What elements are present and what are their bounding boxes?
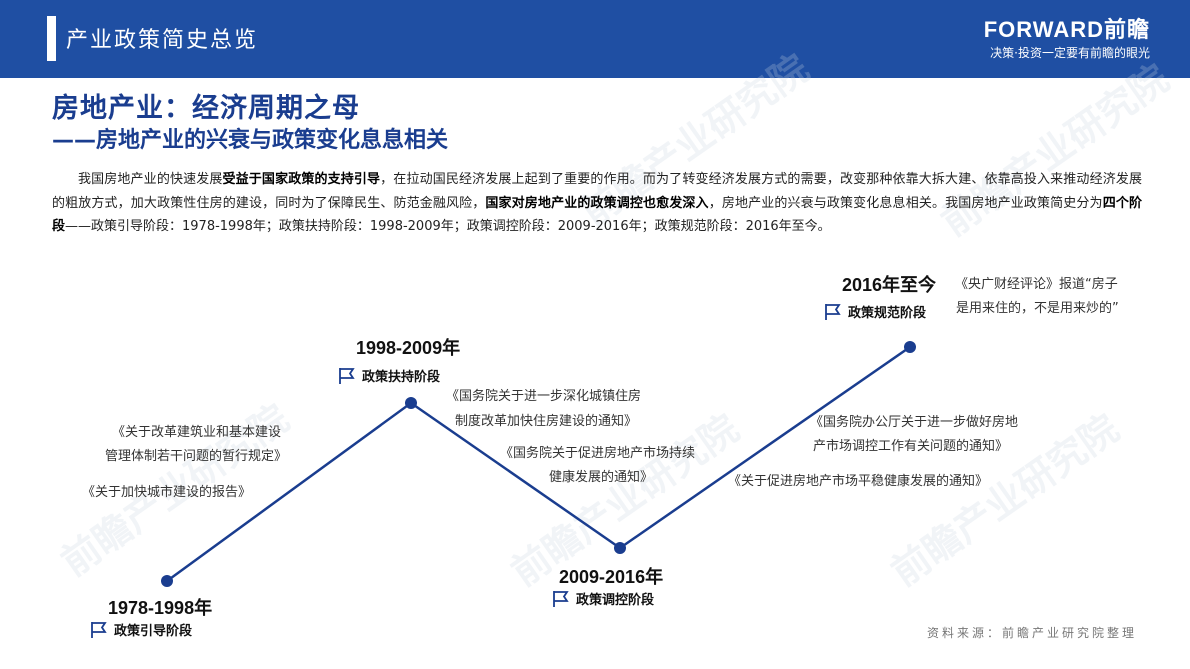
header-bar: 产业政策简史总览 FORWARD前瞻 决策·投资一定要有前瞻的眼光 [0,0,1190,78]
slide-heading: 房地产业：经济周期之母 ——房地产业的兴衰与政策变化息息相关 [52,92,448,156]
flag-icon [339,367,355,384]
stage-label-text: 政策扶持阶段 [362,370,441,385]
stage-4-label: 政策规范阶段 [824,302,926,321]
stage-1-doc-1-line-2: 管理体制若干问题的暂行规定》 [105,449,288,464]
stage-2-doc-1-line-1: 《国务院关于进一步深化城镇住房 [446,389,642,404]
stage-label-text: 政策调控阶段 [576,593,655,608]
source-note: 资料来源：前瞻产业研究院整理 [927,626,1138,640]
stage-3-doc-2: 《关于促进房地产市场平稳健康发展的通知》 [728,474,989,489]
stage-1-label: 政策引导阶段 [90,620,192,639]
stage-2-doc-2-line-2: 健康发展的通知》 [549,470,654,485]
timeline-node-1 [161,575,173,587]
heading-title: 房地产业：经济周期之母 [52,93,360,124]
timeline-node-3 [614,542,626,554]
timeline-node-2 [405,397,417,409]
page-section-title: 产业政策简史总览 [66,28,259,53]
intro-text: 我国房地产业的快速发展 [78,172,223,187]
brand-logo: FORWARD前瞻 决策·投资一定要有前瞻的眼光 [984,18,1150,62]
stage-3-doc-1-line-1: 《国务院办公厅关于进一步做好房地 [810,415,1019,430]
header-accent-bar [47,16,56,61]
stage-1-years: 1978-1998年 [108,598,213,618]
stage-3-label: 政策调控阶段 [552,589,654,608]
intro-emphasis: 国家对房地产业的政策调控也愈发深入 [485,195,709,211]
brand-slogan: 决策·投资一定要有前瞻的眼光 [990,46,1150,60]
flag-icon [91,621,107,638]
stage-1-doc-1-line-1: 《关于改革建筑业和基本建设 [112,425,282,440]
brand-logo-text: FORWARD前瞻 [983,17,1150,42]
stage-4-years: 2016年至今 [842,275,937,295]
flag-icon [553,590,569,607]
stage-3-years: 2009-2016年 [559,567,664,587]
intro-emphasis: 受益于国家政策的支持引导 [222,172,381,187]
timeline-node-4 [904,341,916,353]
intro-text: ，房地产业的兴衰与政策变化息息相关。我国房地产业政策简史分为 [708,195,1103,211]
stage-4-doc-line-1: 《央广财经评论》报道“房子 [955,277,1118,292]
stage-3-doc-1-line-2: 产市场调控工作有关问题的通知》 [813,439,1009,454]
stage-2-years: 1998-2009年 [356,338,461,358]
stage-label-text: 政策引导阶段 [114,624,193,639]
flag-icon [825,303,841,320]
stage-1-doc-2: 《关于加快城市建设的报告》 [82,485,252,500]
intro-paragraph: 我国房地产业的快速发展受益于国家政策的支持引导，在拉动国民经济发展上起到了重要的… [52,168,1142,239]
stage-2-label: 政策扶持阶段 [338,366,440,385]
stage-label-text: 政策规范阶段 [848,306,927,321]
intro-text: ，在拉动国民经济发展上起到了重要的作用。而为了转变经济发展方式的需要，改变那种依… [52,172,1142,211]
heading-subtitle: ——房地产业的兴衰与政策变化息息相关 [52,128,449,153]
stage-4-doc-line-2: 是用来住的，不是用来炒的” [956,301,1119,316]
intro-text: ——政策引导阶段：1978-1998年；政策扶持阶段：1998-2009年；政策… [65,219,831,234]
intro-emphasis: 四个阶段 [52,195,1142,235]
stage-2-doc-2-line-1: 《国务院关于促进房地产市场持续 [500,446,696,461]
stage-2-doc-1-line-2: 制度改革加快住房建设的通知》 [455,414,638,429]
